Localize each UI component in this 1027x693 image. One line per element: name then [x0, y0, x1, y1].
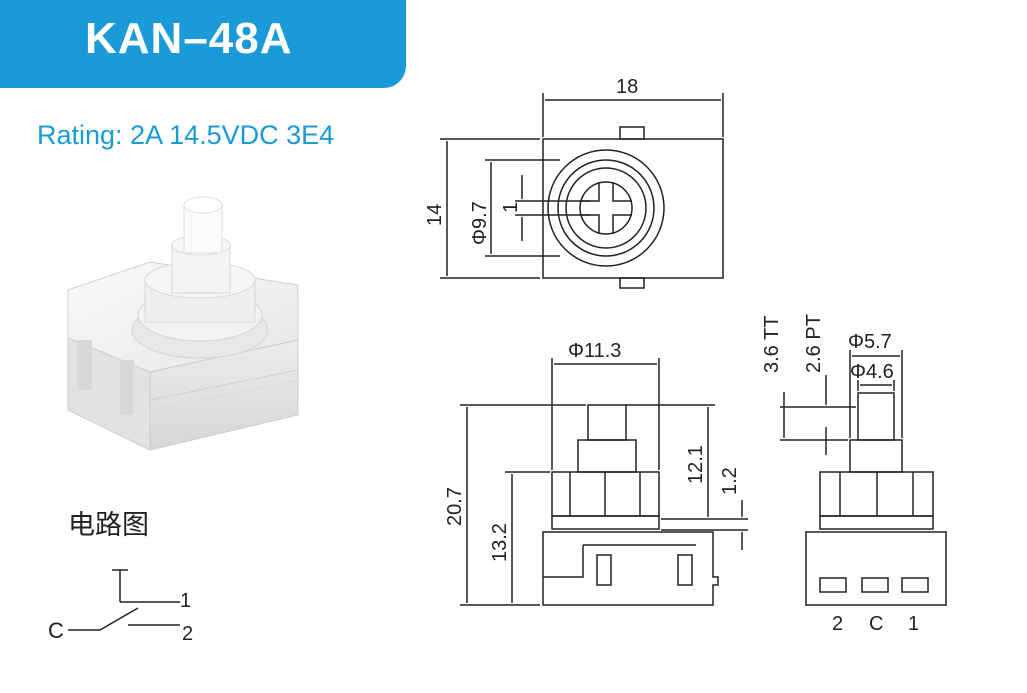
dim-top-height: 14 — [424, 204, 446, 226]
dim-side-outer-dia: Φ5.7 — [848, 331, 892, 353]
side-view — [780, 350, 947, 606]
dim-front-body-height: 13.2 — [489, 523, 511, 562]
dim-front-body-dia: Φ11.3 — [568, 340, 621, 362]
product-title: KAN–48A — [85, 14, 293, 63]
dim-top-gap: 1 — [500, 202, 522, 213]
pin-1-label: 1 — [180, 590, 191, 612]
dim-side-travel-tt: 3.6 TT — [761, 316, 783, 373]
title-banner — [0, 0, 406, 88]
dim-front-step: 1.2 — [719, 467, 741, 495]
product-photo — [67, 196, 299, 451]
dim-side-travel-pt: 2.6 PT — [803, 314, 825, 373]
side-pin-2-label: 2 — [832, 613, 843, 635]
dim-side-inner-dia: Φ4.6 — [850, 361, 894, 383]
dim-top-inner-dia: Φ9.7 — [469, 201, 491, 245]
dim-top-width: 18 — [616, 76, 638, 98]
circuit-diagram: C 1 2 — [48, 569, 193, 645]
front-view — [460, 358, 748, 606]
circuit-diagram-label: 电路图 — [68, 510, 149, 540]
side-pin-1-label: 1 — [908, 613, 919, 635]
top-view — [440, 93, 724, 289]
pin-c-label: C — [48, 618, 64, 643]
pin-2-label: 2 — [182, 623, 193, 645]
dim-front-total-height: 20.7 — [444, 487, 466, 526]
side-pin-c-label: C — [869, 613, 883, 635]
rating-text: Rating: 2A 14.5VDC 3E4 — [37, 120, 335, 150]
dim-front-cap-height: 12.1 — [685, 445, 707, 484]
